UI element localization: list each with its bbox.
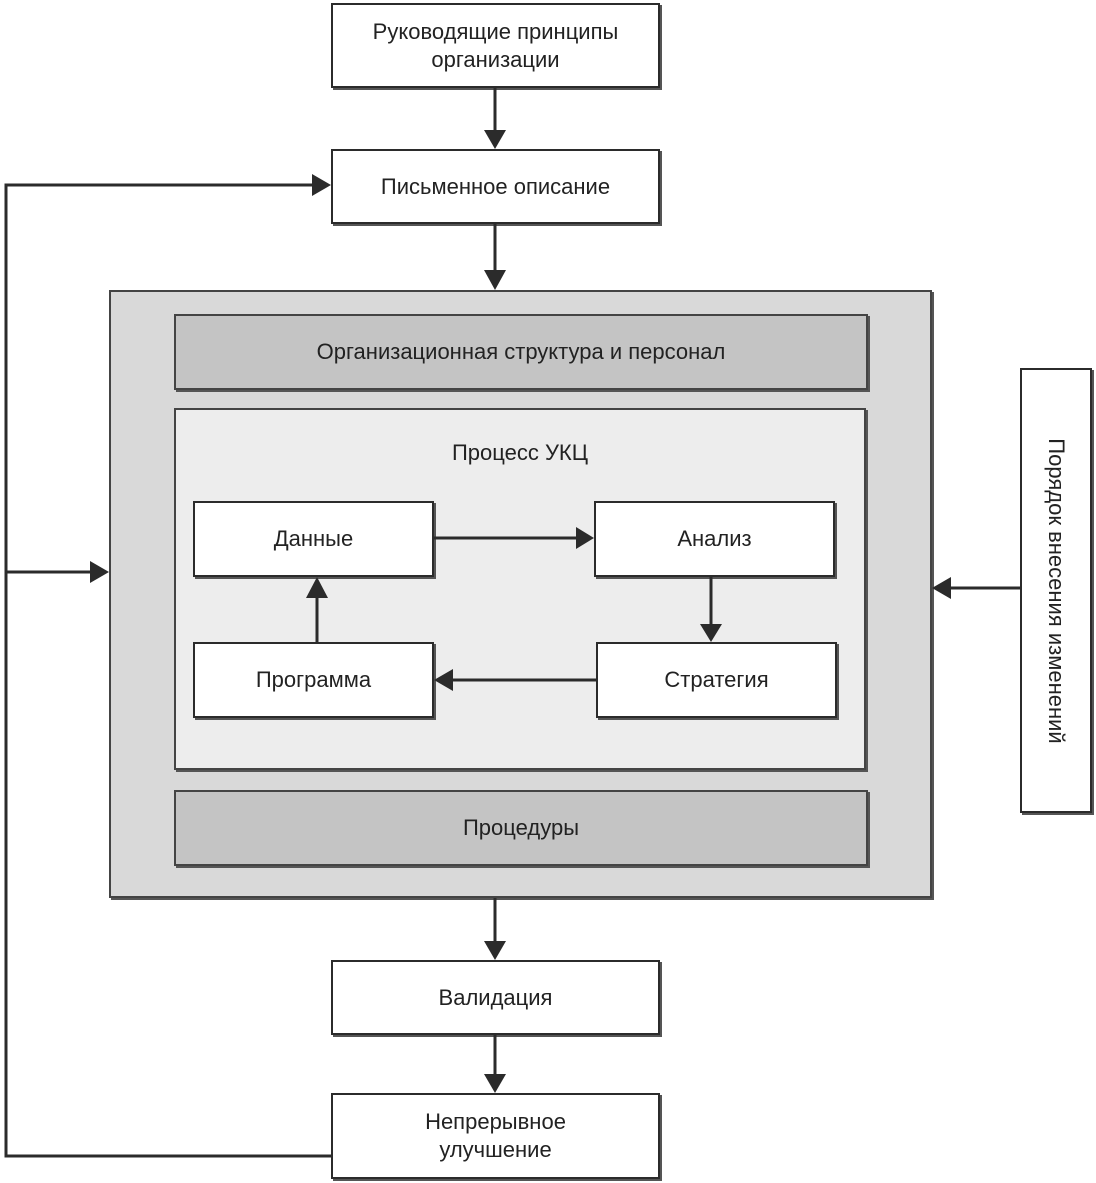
written-description-node: Письменное описание [331, 149, 660, 224]
arrowhead [484, 1074, 506, 1093]
validation-node: Валидация [331, 960, 660, 1035]
validation-label: Валидация [438, 984, 553, 1010]
arrowhead [306, 577, 328, 598]
strategy-node: Стратегия [596, 642, 837, 718]
org-structure-band: Организационная структура и персонал [174, 314, 868, 390]
arrowhead [484, 270, 506, 290]
process-title: Процесс УКЦ [451, 440, 589, 465]
written-description-label: Письменное описание [380, 173, 611, 199]
continuous-improvement-label: Непрерывное улучшение [425, 1109, 566, 1162]
arrowhead [484, 130, 506, 149]
data-node: Данные [193, 501, 434, 577]
arrowhead [434, 669, 453, 691]
principles-node: Руководящие принципы организации [331, 3, 660, 88]
arrowhead [700, 624, 722, 642]
change-procedure-node: Порядок внесения изменений [1020, 368, 1092, 813]
arrowhead [576, 527, 594, 549]
analysis-node: Анализ [594, 501, 835, 577]
arrowhead [90, 561, 109, 583]
procedures-band: Процедуры [174, 790, 868, 866]
program-label: Программа [255, 667, 372, 692]
principles-label: Руководящие принципы организации [372, 18, 619, 72]
procedures-label: Процедуры [462, 815, 580, 840]
analysis-label: Анализ [677, 526, 752, 551]
strategy-label: Стратегия [664, 667, 769, 692]
edge-improvement-feedback [4, 183, 331, 1158]
program-node: Программа [193, 642, 434, 718]
arrowhead [312, 174, 331, 196]
arrowhead [484, 941, 506, 960]
continuous-improvement-node: Непрерывное улучшение [331, 1093, 660, 1179]
org-structure-label: Организационная структура и персонал [316, 339, 726, 364]
data-label: Данные [273, 526, 354, 551]
arrowhead [932, 577, 951, 599]
